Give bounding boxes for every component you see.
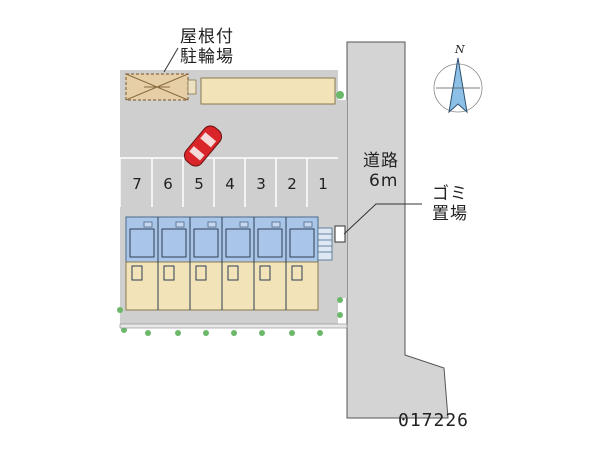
map-id: 017226 xyxy=(398,410,470,431)
parking-stalls xyxy=(119,157,338,207)
apartment-building xyxy=(125,216,333,311)
parking-slot-number: 1 xyxy=(318,175,328,193)
road xyxy=(346,41,449,419)
road-label: 道路 6m xyxy=(363,151,399,191)
bike-shelter xyxy=(125,73,189,101)
hedge xyxy=(117,297,343,336)
compass-icon: N xyxy=(433,43,483,114)
parking-slot-number: 4 xyxy=(225,175,235,193)
parking-slot-number: 2 xyxy=(287,175,297,193)
parking-slot-number: 7 xyxy=(132,175,142,193)
bike-rack xyxy=(187,79,197,95)
storage-building xyxy=(200,77,336,105)
garbage-label: ゴミ 置場 xyxy=(432,184,468,224)
red-car-icon xyxy=(183,125,223,167)
garbage-box xyxy=(334,225,346,243)
svg-text:N: N xyxy=(454,43,465,56)
parking-slot-number: 3 xyxy=(256,175,266,193)
bike-shelter-label: 屋根付 駐輪場 xyxy=(180,27,234,67)
parking-slot-number: 5 xyxy=(194,175,204,193)
parking-slot-number: 6 xyxy=(163,175,173,193)
